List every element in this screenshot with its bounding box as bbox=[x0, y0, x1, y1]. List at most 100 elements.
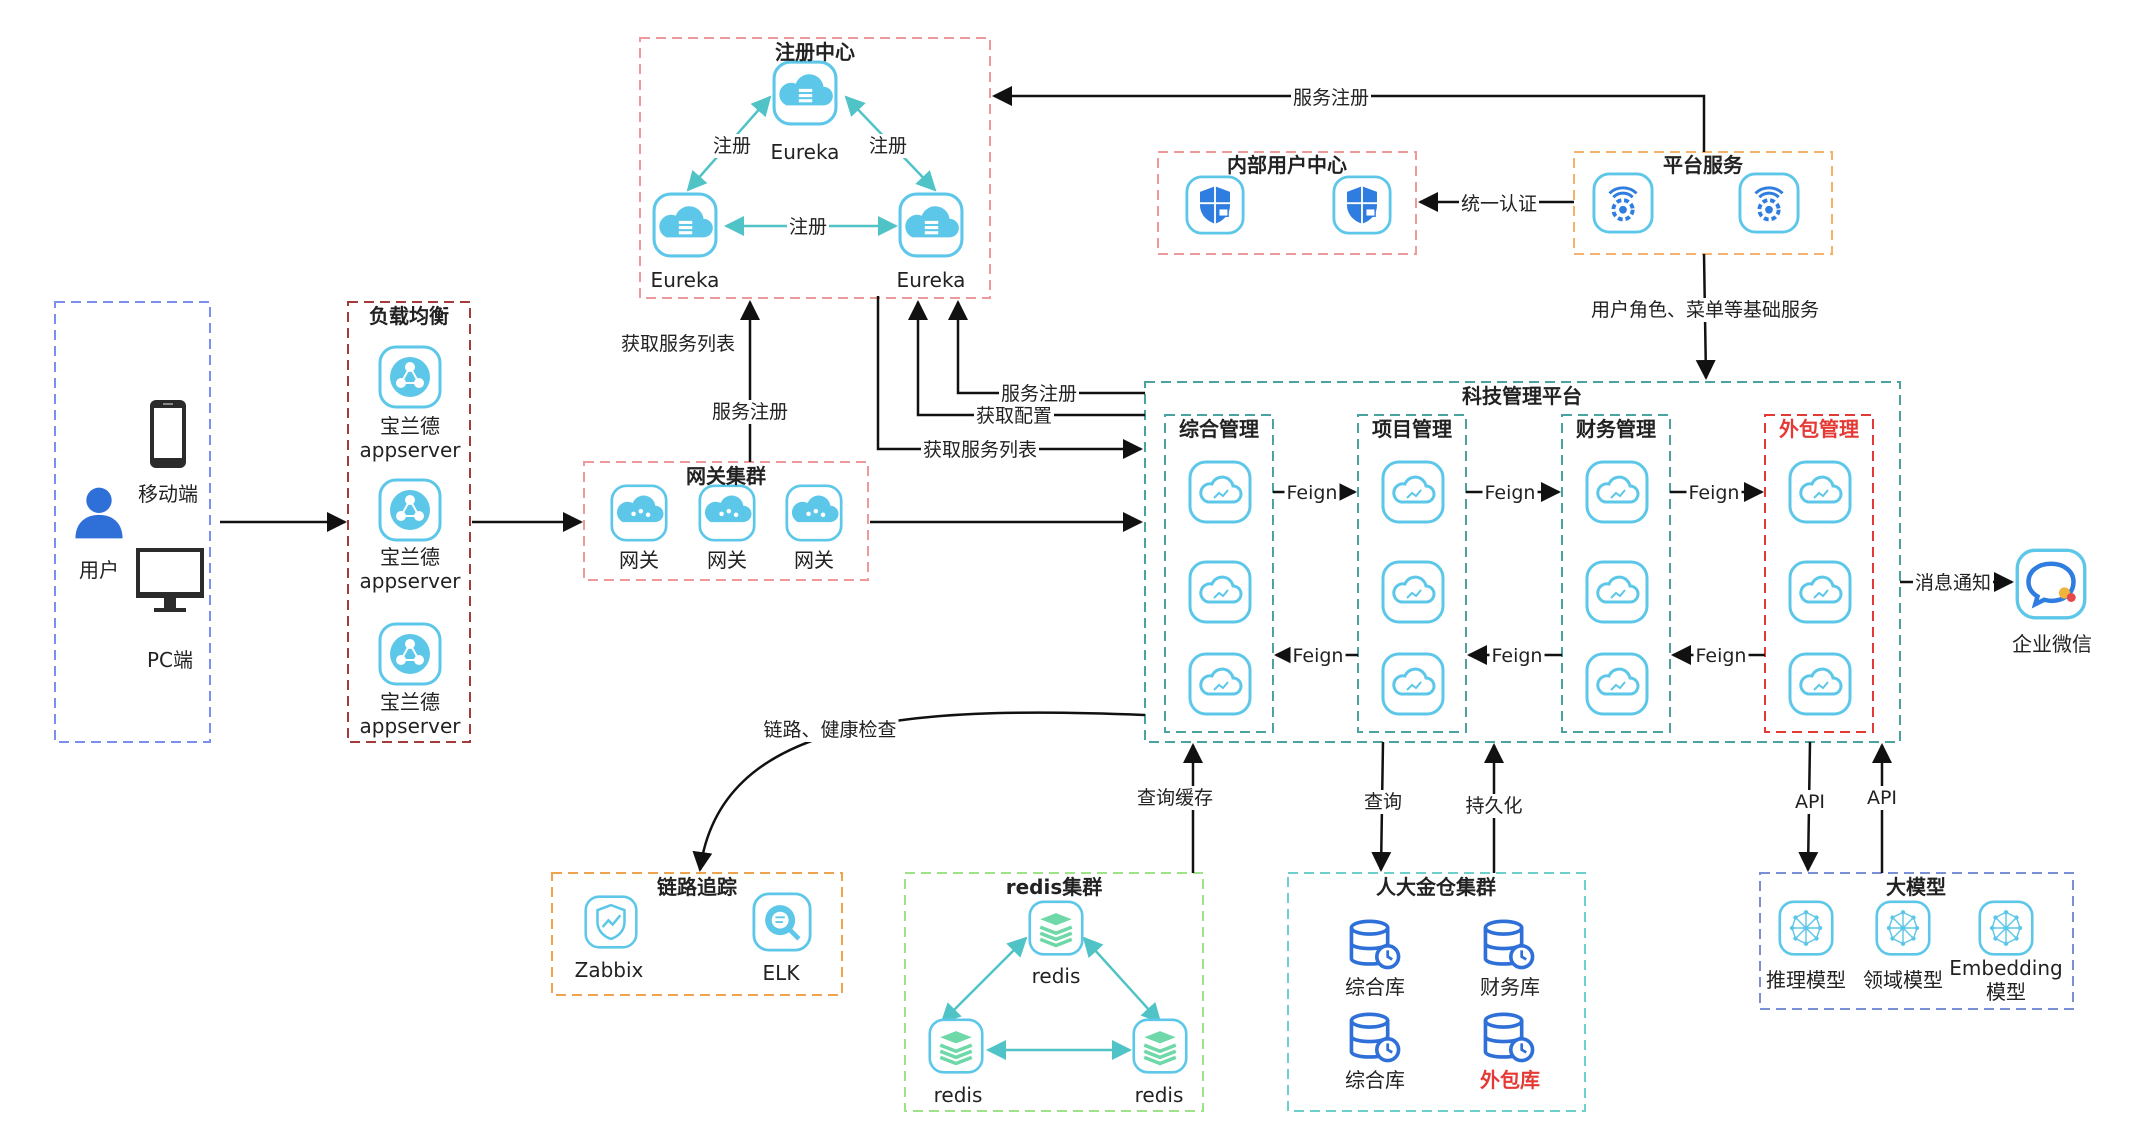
db-comprehensive-label-2: 综合库 bbox=[1345, 1068, 1405, 1092]
service-cloud-icon bbox=[1585, 652, 1649, 716]
trace-group-box bbox=[551, 872, 843, 996]
edge-label-gateway-register: 服务注册 bbox=[709, 400, 791, 424]
big-model-title: 大模型 bbox=[1886, 875, 1946, 899]
service-cloud-icon bbox=[1788, 460, 1852, 524]
lb-1-name: 宝兰德 bbox=[380, 414, 440, 438]
load-balancer-icon bbox=[378, 345, 442, 409]
gateway-1-label: 网关 bbox=[619, 548, 659, 572]
redis-group-box bbox=[904, 872, 1204, 1112]
edge-label-platform-register: 服务注册 bbox=[1290, 86, 1372, 110]
user-group-box bbox=[54, 301, 211, 743]
eureka-left-icon bbox=[652, 192, 718, 258]
model-embedding-label-1: Embedding bbox=[1949, 956, 2063, 980]
gateway-icon bbox=[785, 484, 843, 542]
gateway-3-label: 网关 bbox=[794, 548, 834, 572]
lb-2-server: appserver bbox=[359, 569, 461, 593]
comprehensive-title: 综合管理 bbox=[1179, 417, 1259, 441]
redis-top-label: redis bbox=[1031, 964, 1081, 988]
eureka-right-label: Eureka bbox=[896, 268, 966, 292]
trace-title: 链路追踪 bbox=[657, 875, 737, 899]
network-model-icon bbox=[1875, 900, 1931, 956]
load-balancer-icon bbox=[378, 478, 442, 542]
gateway-cluster-title: 网关集群 bbox=[686, 464, 766, 488]
edge-label-query-cache: 查询缓存 bbox=[1134, 786, 1216, 810]
eureka-top-label: Eureka bbox=[770, 140, 840, 164]
registry-title: 注册中心 bbox=[775, 40, 855, 64]
service-cloud-icon bbox=[1188, 460, 1252, 524]
service-cloud-icon bbox=[1381, 652, 1445, 716]
database-icon bbox=[1483, 919, 1535, 970]
edge-label-api-up: API bbox=[1864, 786, 1900, 810]
service-cloud-icon bbox=[1788, 560, 1852, 624]
redis-icon bbox=[928, 1018, 984, 1074]
project-title: 项目管理 bbox=[1372, 417, 1452, 441]
network-model-icon bbox=[1978, 900, 2034, 956]
edge-label-get-config: 获取配置 bbox=[973, 404, 1055, 428]
platform-service-register-arrow bbox=[992, 86, 1706, 152]
phone-icon bbox=[150, 400, 186, 468]
service-cloud-icon bbox=[1188, 652, 1252, 716]
gateway-group-box bbox=[583, 461, 869, 581]
service-cloud-icon bbox=[1381, 560, 1445, 624]
lb-3-server: appserver bbox=[359, 714, 461, 738]
database-icon bbox=[1349, 1012, 1401, 1063]
edge-label-unified-auth: 统一认证 bbox=[1458, 192, 1540, 216]
tech-platform-title: 科技管理平台 bbox=[1462, 384, 1582, 408]
redis-arrow-right bbox=[1082, 936, 1162, 1024]
eureka-right-icon bbox=[898, 192, 964, 258]
db-group-box bbox=[1287, 872, 1586, 1112]
internal-user-title: 内部用户中心 bbox=[1227, 153, 1347, 177]
elk-icon bbox=[754, 894, 810, 950]
db-comprehensive-label-1: 综合库 bbox=[1345, 975, 1405, 999]
database-icon bbox=[1483, 1012, 1535, 1063]
edge-label-register-right: 注册 bbox=[866, 134, 910, 158]
monitor-icon bbox=[136, 548, 204, 612]
edge-label-get-service-list: 获取服务列表 bbox=[920, 438, 1040, 462]
database-icon bbox=[1349, 919, 1401, 970]
mobile-label: 移动端 bbox=[138, 482, 198, 506]
person-icon bbox=[75, 487, 123, 539]
platform-service-register-eureka-arrow bbox=[948, 300, 1145, 395]
model-domain-label: 领域模型 bbox=[1863, 968, 1943, 992]
model-reasoning-label: 推理模型 bbox=[1766, 968, 1846, 992]
edge-label-register-left: 注册 bbox=[710, 134, 754, 158]
edge-label-feign-5: Feign bbox=[1489, 644, 1545, 668]
db-cluster-title: 人大金仓集群 bbox=[1376, 875, 1496, 899]
gateway-2-label: 网关 bbox=[707, 548, 747, 572]
zabbix-label: Zabbix bbox=[574, 958, 644, 982]
service-cloud-icon bbox=[1585, 460, 1649, 524]
edge-label-feign-2: Feign bbox=[1482, 481, 1538, 505]
edge-label-feign-1: Feign bbox=[1284, 481, 1340, 505]
model-embedding-label-2: 模型 bbox=[1986, 980, 2026, 1004]
user-label: 用户 bbox=[79, 558, 119, 582]
service-cloud-icon bbox=[1585, 560, 1649, 624]
service-cloud-icon bbox=[1381, 460, 1445, 524]
eureka-left-label: Eureka bbox=[650, 268, 720, 292]
gateway-icon bbox=[698, 484, 756, 542]
load-balance-title: 负载均衡 bbox=[369, 304, 449, 328]
eureka-get-service-list-arrow bbox=[876, 296, 1143, 459]
edge-label-register-bottom: 注册 bbox=[786, 215, 830, 239]
load-balance-group-box bbox=[347, 301, 471, 743]
edge-label-feign-3: Feign bbox=[1686, 481, 1742, 505]
shield-icon bbox=[1332, 175, 1392, 235]
lb-2-name: 宝兰德 bbox=[380, 545, 440, 569]
project-module-box bbox=[1357, 414, 1467, 733]
lb-1-server: appserver bbox=[359, 438, 461, 462]
edge-label-gateway-get-list: 获取服务列表 bbox=[618, 332, 738, 356]
edge-label-persist: 持久化 bbox=[1463, 794, 1525, 818]
redis-arrow-left bbox=[940, 936, 1028, 1024]
zabbix-icon bbox=[584, 895, 638, 949]
wechat-icon bbox=[2017, 550, 2085, 618]
platform-get-config-arrow bbox=[908, 300, 1145, 417]
edge-label-message-notify: 消息通知 bbox=[1912, 571, 1994, 595]
edge-label-feign-4: Feign bbox=[1290, 644, 1346, 668]
edge-label-basic-services: 用户角色、菜单等基础服务 bbox=[1588, 298, 1822, 322]
elk-label: ELK bbox=[762, 961, 800, 985]
edge-label-trace-health: 链路、健康检查 bbox=[761, 718, 899, 742]
edge-label-feign-6: Feign bbox=[1693, 644, 1749, 668]
redis-icon bbox=[1132, 1018, 1188, 1074]
redis-cluster-title: redis集群 bbox=[1005, 875, 1103, 899]
finance-title: 财务管理 bbox=[1576, 417, 1656, 441]
